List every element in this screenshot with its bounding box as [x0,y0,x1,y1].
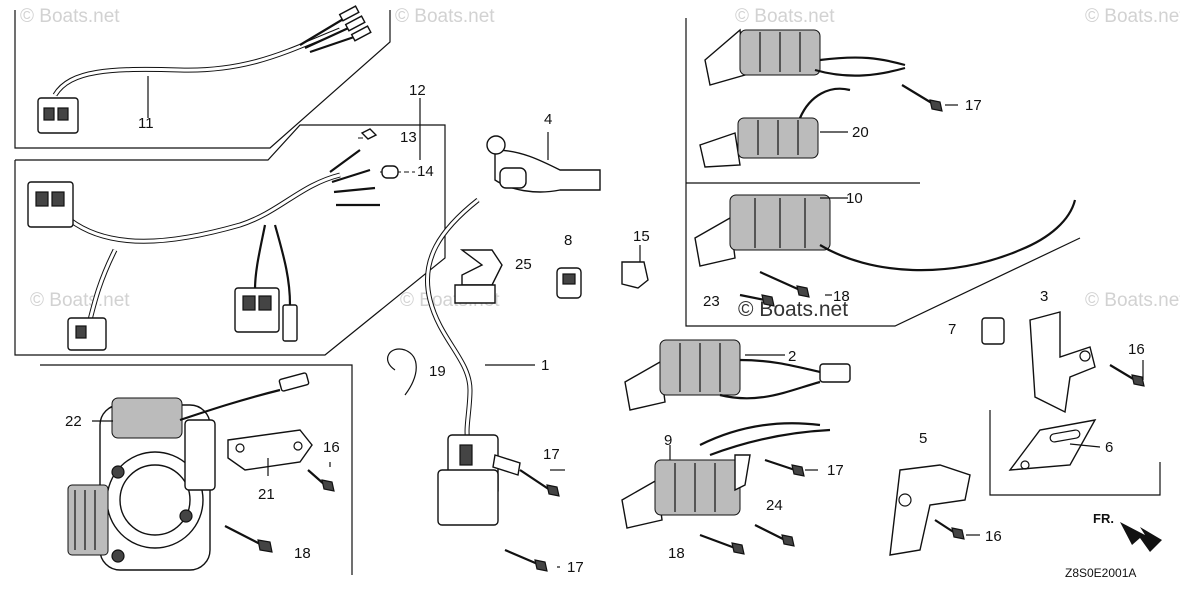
callout-17-center: 17 [543,446,560,463]
clip-15 [621,245,649,289]
harness-11 [37,5,372,134]
callout-16-left: 16 [323,439,340,456]
direction-label: FR. [1093,511,1114,526]
frame-harness-11 [14,10,391,149]
frame-flywheel [40,364,353,575]
callout-18-left: 18 [294,545,311,562]
watermark-dark: © Boats.net [738,298,848,321]
callout-13: 13 [400,129,417,146]
callout-16-bottom: 16 [985,528,1002,545]
frame-harness-12 [14,124,446,356]
callout-9: 9 [664,432,672,449]
callout-15: 15 [633,228,650,245]
callout-12: 12 [409,82,426,99]
watermark-top-far-right: © Boats.net [1085,6,1180,27]
bracket-21 [227,429,313,476]
diagram-code: Z8S0E2001A [1065,566,1136,580]
charge-coil-top [704,28,943,112]
section-frames [14,10,1161,575]
watermark-mid-left: © Boats.net [30,290,130,311]
bracket-5 [889,464,971,556]
callout-17-mid: 17 [827,462,844,479]
charge-coil-9 [621,422,831,555]
flywheel-assembly-22 [67,372,310,571]
callout-14: 14 [417,163,434,180]
arrow-icon [1120,522,1162,552]
watermark-top-center: © Boats.net [395,6,495,27]
callout-16-right: 16 [1128,341,1145,358]
clamp-25 [454,249,503,304]
callout-1: 1 [541,357,549,374]
callout-4: 4 [544,111,552,128]
callout-22: 22 [65,413,82,430]
bolt-18-left [224,525,273,553]
callout-7: 7 [948,321,956,338]
charge-coil-10 [694,194,1077,307]
clip-8 [556,267,582,299]
callout-24: 24 [766,497,783,514]
frame-charge-coils [685,18,1081,327]
frame-plate [989,410,1161,496]
callout-11: 11 [138,115,154,132]
clip-7 [981,317,1005,345]
spark-plug-cap-4 [486,132,601,193]
callout-23: 23 [703,293,720,310]
callout-20: 20 [852,124,869,141]
callout-19: 19 [429,363,446,380]
callout-25: 25 [515,256,532,273]
charge-coil-2 [624,339,851,411]
callout-17-top: 17 [965,97,982,114]
bolt-16-left [307,469,335,492]
plate-6 [1008,419,1097,471]
watermark-top-left: © Boats.net [20,6,120,27]
callout-18-bottom: 18 [668,545,685,562]
callout-3: 3 [1040,288,1048,305]
callout-5: 5 [919,430,927,447]
callout-10: 10 [846,190,863,207]
harness-12 [27,98,421,351]
callout-18-top: 18 [833,288,850,305]
callout-21: 21 [258,486,275,503]
leader-lines [329,104,1144,568]
callouts: 1 2 3 4 5 6 7 8 9 10 11 12 13 14 15 16 1… [65,82,1145,576]
ignition-coil-1 [424,198,548,572]
front-direction-indicator: FR. [1093,511,1162,552]
bolt-17-center [519,469,560,497]
watermarks: © Boats.net © Boats.net © Boats.net © Bo… [20,6,1180,321]
watermark-top-right: © Boats.net [735,6,835,27]
charge-coil-20 [699,87,851,168]
callout-17-bottom: 17 [567,559,584,576]
watermark-mid-right: © Boats.net [1085,290,1180,311]
callout-8: 8 [564,232,572,249]
band-19 [387,348,417,396]
bracket-3 [1029,311,1145,414]
callout-2: 2 [788,348,796,365]
callout-6: 6 [1105,439,1113,456]
